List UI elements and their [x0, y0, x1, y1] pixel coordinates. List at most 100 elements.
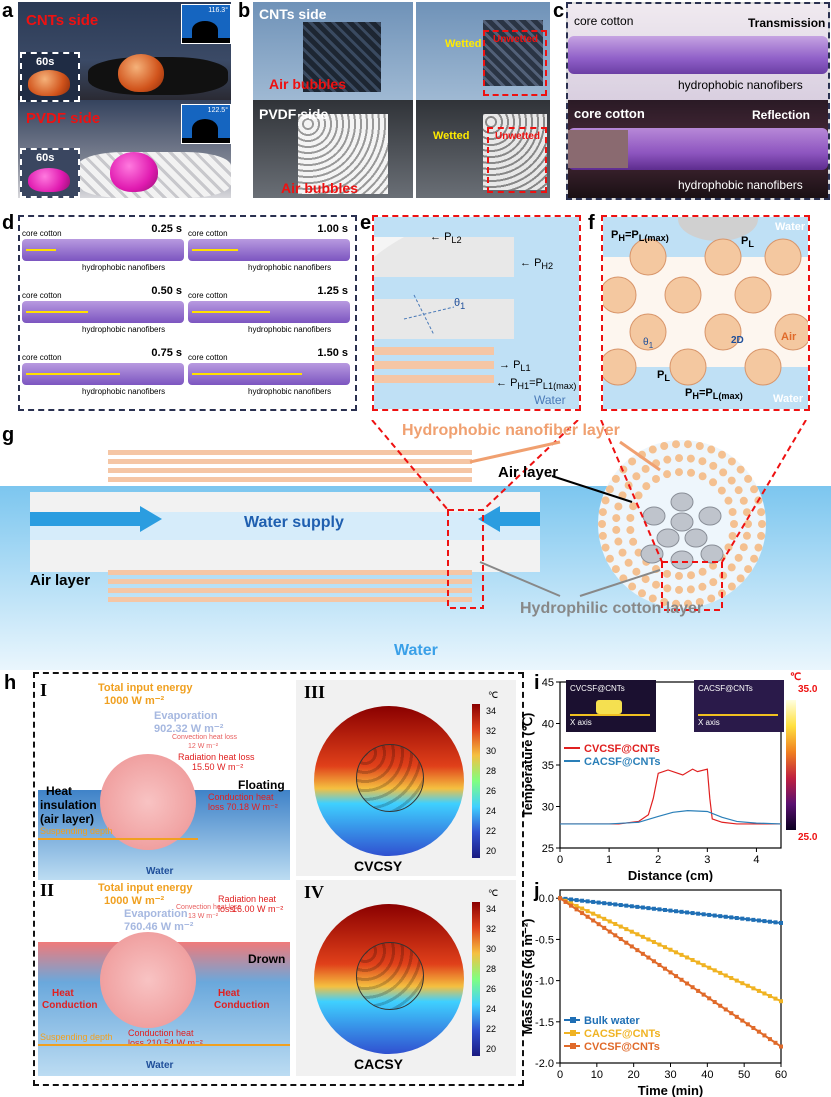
cacsy-colorbar: [472, 902, 480, 1056]
g-water-label: Water: [394, 642, 438, 659]
y-tick-label: -2.0: [535, 1058, 554, 1070]
data-point: [734, 1014, 739, 1019]
colorbar-tick: 24: [486, 806, 497, 816]
time-inset-1: 60s: [20, 52, 80, 102]
colorbar-tick: 26: [486, 984, 497, 994]
d-time: 1.25 s: [317, 285, 348, 297]
data-point: [767, 919, 772, 924]
data-point: [635, 932, 640, 937]
h-iv-label: IV: [304, 882, 325, 902]
h-i-input-val: 1000 W m⁻²: [104, 695, 165, 707]
data-point: [696, 911, 701, 916]
h-i-rad: Radiation heat loss: [178, 752, 255, 762]
data-point: [762, 919, 767, 924]
wetted-label-2: Wetted: [433, 130, 470, 142]
fiber-circle: [744, 348, 782, 386]
data-point: [591, 918, 596, 923]
i-colorbar: [786, 700, 796, 830]
data-point: [591, 911, 596, 916]
cvcsy-simulation: [314, 706, 464, 856]
g-air-layer-bottom: Air layer: [30, 572, 91, 589]
panel-label-h: h: [4, 672, 17, 694]
colorbar-tick: 34: [486, 904, 497, 914]
d-core-cotton: core cotton: [188, 229, 228, 238]
h-i-label: I: [40, 680, 48, 700]
f-pl-top: PL: [741, 235, 754, 250]
d-time: 0.25 s: [151, 223, 182, 235]
pvdf-side-label: PVDF side: [26, 110, 101, 127]
data-point: [745, 983, 750, 988]
h-i-evap: Evaporation: [154, 710, 218, 722]
data-point: [607, 919, 612, 924]
colorbar-tick: 32: [486, 924, 497, 934]
f-air-label: Air: [781, 331, 797, 343]
data-point: [646, 906, 651, 911]
data-point: [674, 909, 679, 914]
data-point: [718, 914, 723, 919]
f-ph-top: PH=PL(max): [611, 229, 669, 244]
legend-label: Bulk water: [584, 1015, 640, 1027]
data-point: [690, 958, 695, 963]
d-core-cotton: core cotton: [188, 353, 228, 362]
panel-label-j: j: [534, 880, 540, 902]
h-ii-cond-right: Conduction: [214, 1000, 270, 1011]
data-point: [629, 929, 634, 934]
data-point: [723, 1007, 728, 1012]
inset-cacsf-label: CACSF@CNTs: [698, 684, 753, 693]
colorbar-tick: 26: [486, 786, 497, 796]
data-point: [580, 911, 585, 916]
fiber-circle: [629, 238, 667, 276]
fiber-circle: [704, 313, 742, 351]
data-point: [629, 904, 634, 909]
series-line: [560, 810, 782, 825]
panel-g: Hydrophobic nanofiber layer Air layer Wa…: [0, 419, 831, 670]
data-point: [690, 911, 695, 916]
data-point: [618, 937, 623, 942]
panel-h-i: I Total input energy 1000 W m⁻² Evaporat…: [38, 680, 290, 880]
data-point: [767, 1037, 772, 1042]
contact-angle-inset-1: 116.3°: [181, 4, 231, 44]
panel-label-c: c: [553, 0, 565, 22]
data-point: [740, 916, 745, 921]
data-point: [596, 922, 601, 927]
unwetted-box-1: Unwetted: [483, 30, 547, 96]
panel-label-i: i: [534, 672, 540, 694]
panel-label-d: d: [2, 212, 15, 234]
data-point: [751, 1025, 756, 1030]
h-i-air-layer: (air layer): [40, 812, 95, 826]
fiber-circle: [669, 348, 707, 386]
e-water-label: Water: [534, 393, 566, 407]
d-core-cotton: core cotton: [188, 291, 228, 300]
legend-marker: [570, 1043, 576, 1049]
panel-e-box: ← PL2 ← PH2 θ1 → PL1 ← PH1=PL1(max) Wate…: [372, 215, 581, 411]
d-core-cotton: core cotton: [22, 291, 62, 300]
d-nanofibers: hydrophobic nanofibers: [248, 325, 332, 334]
data-point: [668, 970, 673, 975]
data-point: [756, 1029, 761, 1034]
legend-label: CACSF@CNTs: [584, 1028, 661, 1040]
cacsy-simulation: [314, 904, 464, 1054]
data-point: [701, 963, 706, 968]
ph2-label: ← PH2: [520, 257, 554, 272]
panel-c-photo: core cotton Transmission hydrophobic nan…: [566, 2, 830, 200]
panel-label-e: e: [360, 212, 372, 234]
data-point: [668, 947, 673, 952]
data-point: [712, 1000, 717, 1005]
d-time: 0.50 s: [151, 285, 182, 297]
h-ii-water: Water: [146, 1060, 174, 1071]
panel-b-photo: CNTs side PVDF side Air bubbles Air bubb…: [253, 2, 550, 198]
cacsy-label: CACSY: [354, 1056, 404, 1072]
data-point: [718, 1003, 723, 1008]
theta1-label: θ1: [454, 297, 466, 312]
data-point: [657, 907, 662, 912]
h-ii-heat-left: Heat: [52, 988, 74, 999]
data-point: [751, 986, 756, 991]
d-nanofibers: hydrophobic nanofibers: [248, 387, 332, 396]
data-point: [574, 903, 579, 908]
data-point: [712, 913, 717, 918]
f-2d-label: 2D: [731, 335, 744, 346]
y-tick-label: 25: [542, 843, 554, 855]
colorbar-tick: 30: [486, 746, 497, 756]
